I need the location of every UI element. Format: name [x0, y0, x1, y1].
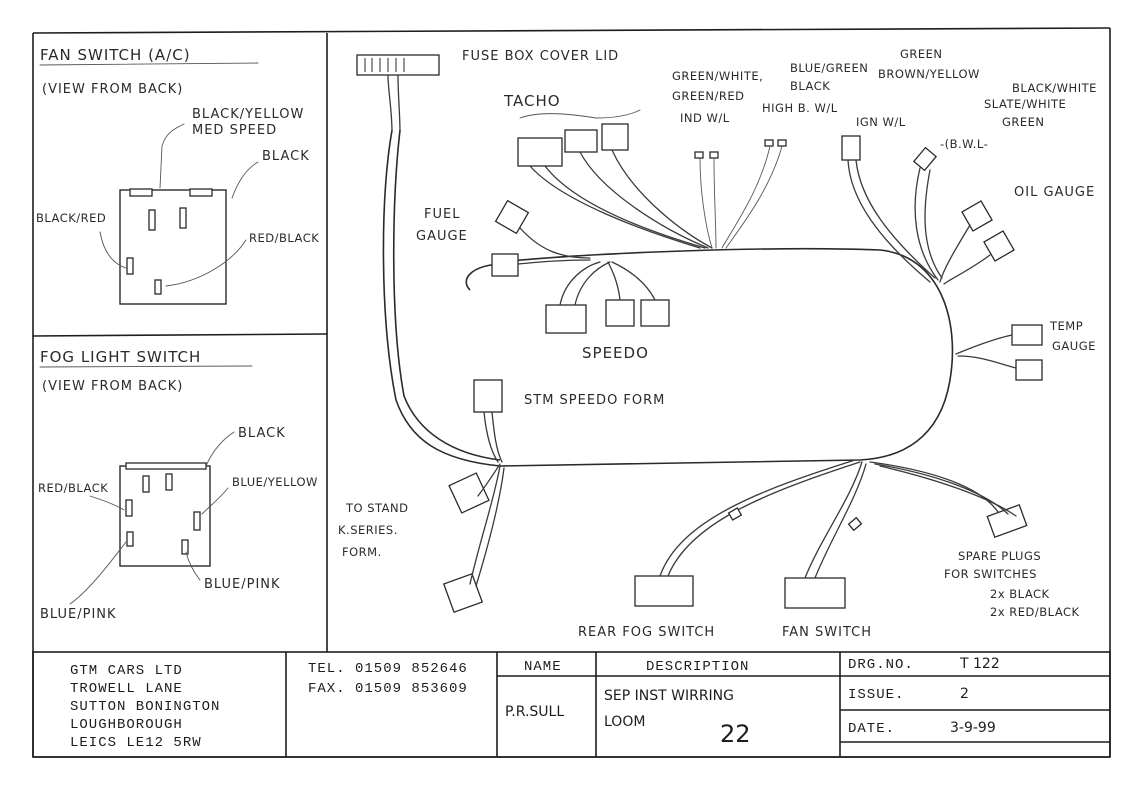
label-to-stand-line1: TO STAND	[345, 501, 409, 515]
company-tel: TEL. 01509 852646	[308, 661, 468, 677]
fog-switch-panel: FOG LIGHT SWITCH (VIEW FROM BACK) BLACK …	[38, 348, 318, 622]
label-high-bwl: HIGH B. W/L	[762, 101, 838, 115]
label-spare-line4: 2x RED/BLACK	[990, 605, 1080, 619]
fan-switch-body	[119, 189, 227, 305]
label-rear-fog-switch: REAR FOG SWITCH	[578, 625, 715, 640]
fog-label-blue-pink-left: BLUE/PINK	[40, 607, 117, 622]
label-slate-white: SLATE/WHITE	[984, 97, 1066, 111]
company-line-2: TROWELL LANE	[70, 681, 183, 697]
main-loom	[356, 54, 1043, 614]
speedo-connector-1	[545, 304, 587, 334]
label-stm-speedo: STM SPEEDO FORM	[524, 393, 665, 408]
k-series-connector-2	[442, 572, 484, 614]
fog-switch-view-note: (VIEW FROM BACK)	[42, 379, 183, 394]
label-med-speed: MED SPEED	[192, 123, 277, 138]
speedo-connector-3	[640, 299, 670, 327]
label-to-stand-line3: FORM.	[342, 545, 382, 559]
label-ign-wl: IGN W/L	[856, 115, 906, 129]
fog-label-blue-pink-right: BLUE/PINK	[204, 577, 281, 592]
fan-switch-title: FAN SWITCH (A/C)	[40, 46, 191, 64]
fog-label-black: BLACK	[238, 426, 286, 441]
date-value: 3-9-99	[950, 720, 996, 736]
fuel-gauge-connector-2	[491, 253, 519, 277]
label-spare-line3: 2x BLACK	[990, 587, 1050, 601]
temp-gauge-connector-2	[1015, 359, 1043, 381]
label-temp-gauge-line1: TEMP	[1049, 319, 1083, 333]
label-black-yellow: BLACK/YELLOW	[192, 107, 304, 122]
loom-outline	[499, 247, 954, 467]
label-fan-switch: FAN SWITCH	[782, 625, 872, 640]
oil-gauge-connector-2	[983, 230, 1015, 262]
tacho-connector-2	[564, 129, 598, 153]
fog-label-red-black: RED/BLACK	[38, 481, 108, 495]
label-black-red: BLACK/RED	[36, 211, 106, 225]
label-fuse-box: FUSE BOX COVER LID	[462, 49, 619, 64]
name-value: P.R.SULL	[505, 704, 564, 720]
company-line-1: GTM CARS LTD	[70, 663, 183, 679]
k-series-connector-1	[448, 472, 490, 514]
label-oil-gauge: OIL GAUGE	[1014, 185, 1095, 200]
drawing-number-value: T 122	[959, 656, 1000, 672]
label-fuel-gauge-line1: FUEL	[424, 207, 460, 222]
issue-value: 2	[960, 686, 969, 702]
company-fax: FAX. 01509 853609	[308, 681, 468, 697]
label-speedo: SPEEDO	[582, 344, 649, 362]
fan-switch-panel: FAN SWITCH (A/C) (VIEW FROM BACK) BLACK/…	[36, 46, 319, 305]
description-number: 22	[720, 720, 751, 748]
tacho-connector-1	[517, 137, 563, 167]
loom-labels: FUSE BOX COVER LID TACHO GREEN/WHITE, GR…	[338, 47, 1097, 640]
temp-gauge-connector-1	[1011, 324, 1043, 346]
description-column-header: DESCRIPTION	[646, 659, 749, 675]
oil-gauge-connector-1	[961, 200, 993, 232]
label-to-stand-line2: K.SERIES.	[338, 523, 398, 537]
description-line-1: SEP INST WIRRING	[604, 688, 734, 704]
stm-speedo-connector	[473, 379, 503, 413]
ign-wl-connector	[841, 135, 861, 161]
label-green-red: GREEN/RED	[672, 89, 745, 103]
speedo-connector-2	[605, 299, 635, 327]
label-temp-gauge-line2: GAUGE	[1052, 339, 1096, 353]
fan-switch-view-note: (VIEW FROM BACK)	[42, 82, 183, 97]
fog-label-blue-yellow: BLUE/YELLOW	[232, 475, 318, 489]
company-line-4: LOUGHBOROUGH	[70, 717, 183, 733]
label-ind-wl: IND W/L	[680, 111, 730, 125]
fog-switch-title: FOG LIGHT SWITCH	[40, 348, 201, 366]
fuse-box-connector	[356, 54, 440, 76]
label-blue-green: BLUE/GREEN	[790, 61, 868, 75]
label-green-loom: GREEN	[900, 47, 943, 61]
label-red-black: RED/BLACK	[249, 231, 319, 245]
fuel-gauge-connector-1	[494, 199, 530, 235]
issue-label: ISSUE.	[848, 687, 904, 703]
drawing-number-label: DRG.NO.	[848, 657, 914, 673]
description-line-2: LOOM	[604, 714, 645, 730]
title-block: GTM CARS LTD TROWELL LANE SUTTON BONINGT…	[32, 651, 1111, 758]
date-label: DATE.	[848, 721, 895, 737]
label-black-white: BLACK/WHITE	[1012, 81, 1097, 95]
label-tacho: TACHO	[503, 92, 561, 110]
spare-plugs-connector	[986, 504, 1028, 538]
label-spare-line1: SPARE PLUGS	[958, 549, 1041, 563]
label-bwl: -(B.W.L-	[940, 137, 988, 151]
company-line-3: SUTTON BONINGTON	[70, 699, 220, 715]
label-fuel-gauge-line2: GAUGE	[416, 229, 468, 244]
label-black-loom: BLACK	[790, 79, 830, 93]
label-spare-line2: FOR SWITCHES	[944, 567, 1037, 581]
label-green-white: GREEN/WHITE,	[672, 69, 763, 83]
label-green-2: GREEN	[1002, 115, 1045, 129]
name-column-header: NAME	[524, 659, 562, 675]
rear-fog-switch-connector	[634, 575, 694, 607]
fan-switch-connector	[784, 577, 846, 609]
tacho-connector-3	[601, 123, 629, 151]
label-black: BLACK	[262, 149, 310, 164]
label-brown-yellow: BROWN/YELLOW	[878, 67, 980, 81]
company-line-5: LEICS LE12 5RW	[70, 735, 202, 751]
